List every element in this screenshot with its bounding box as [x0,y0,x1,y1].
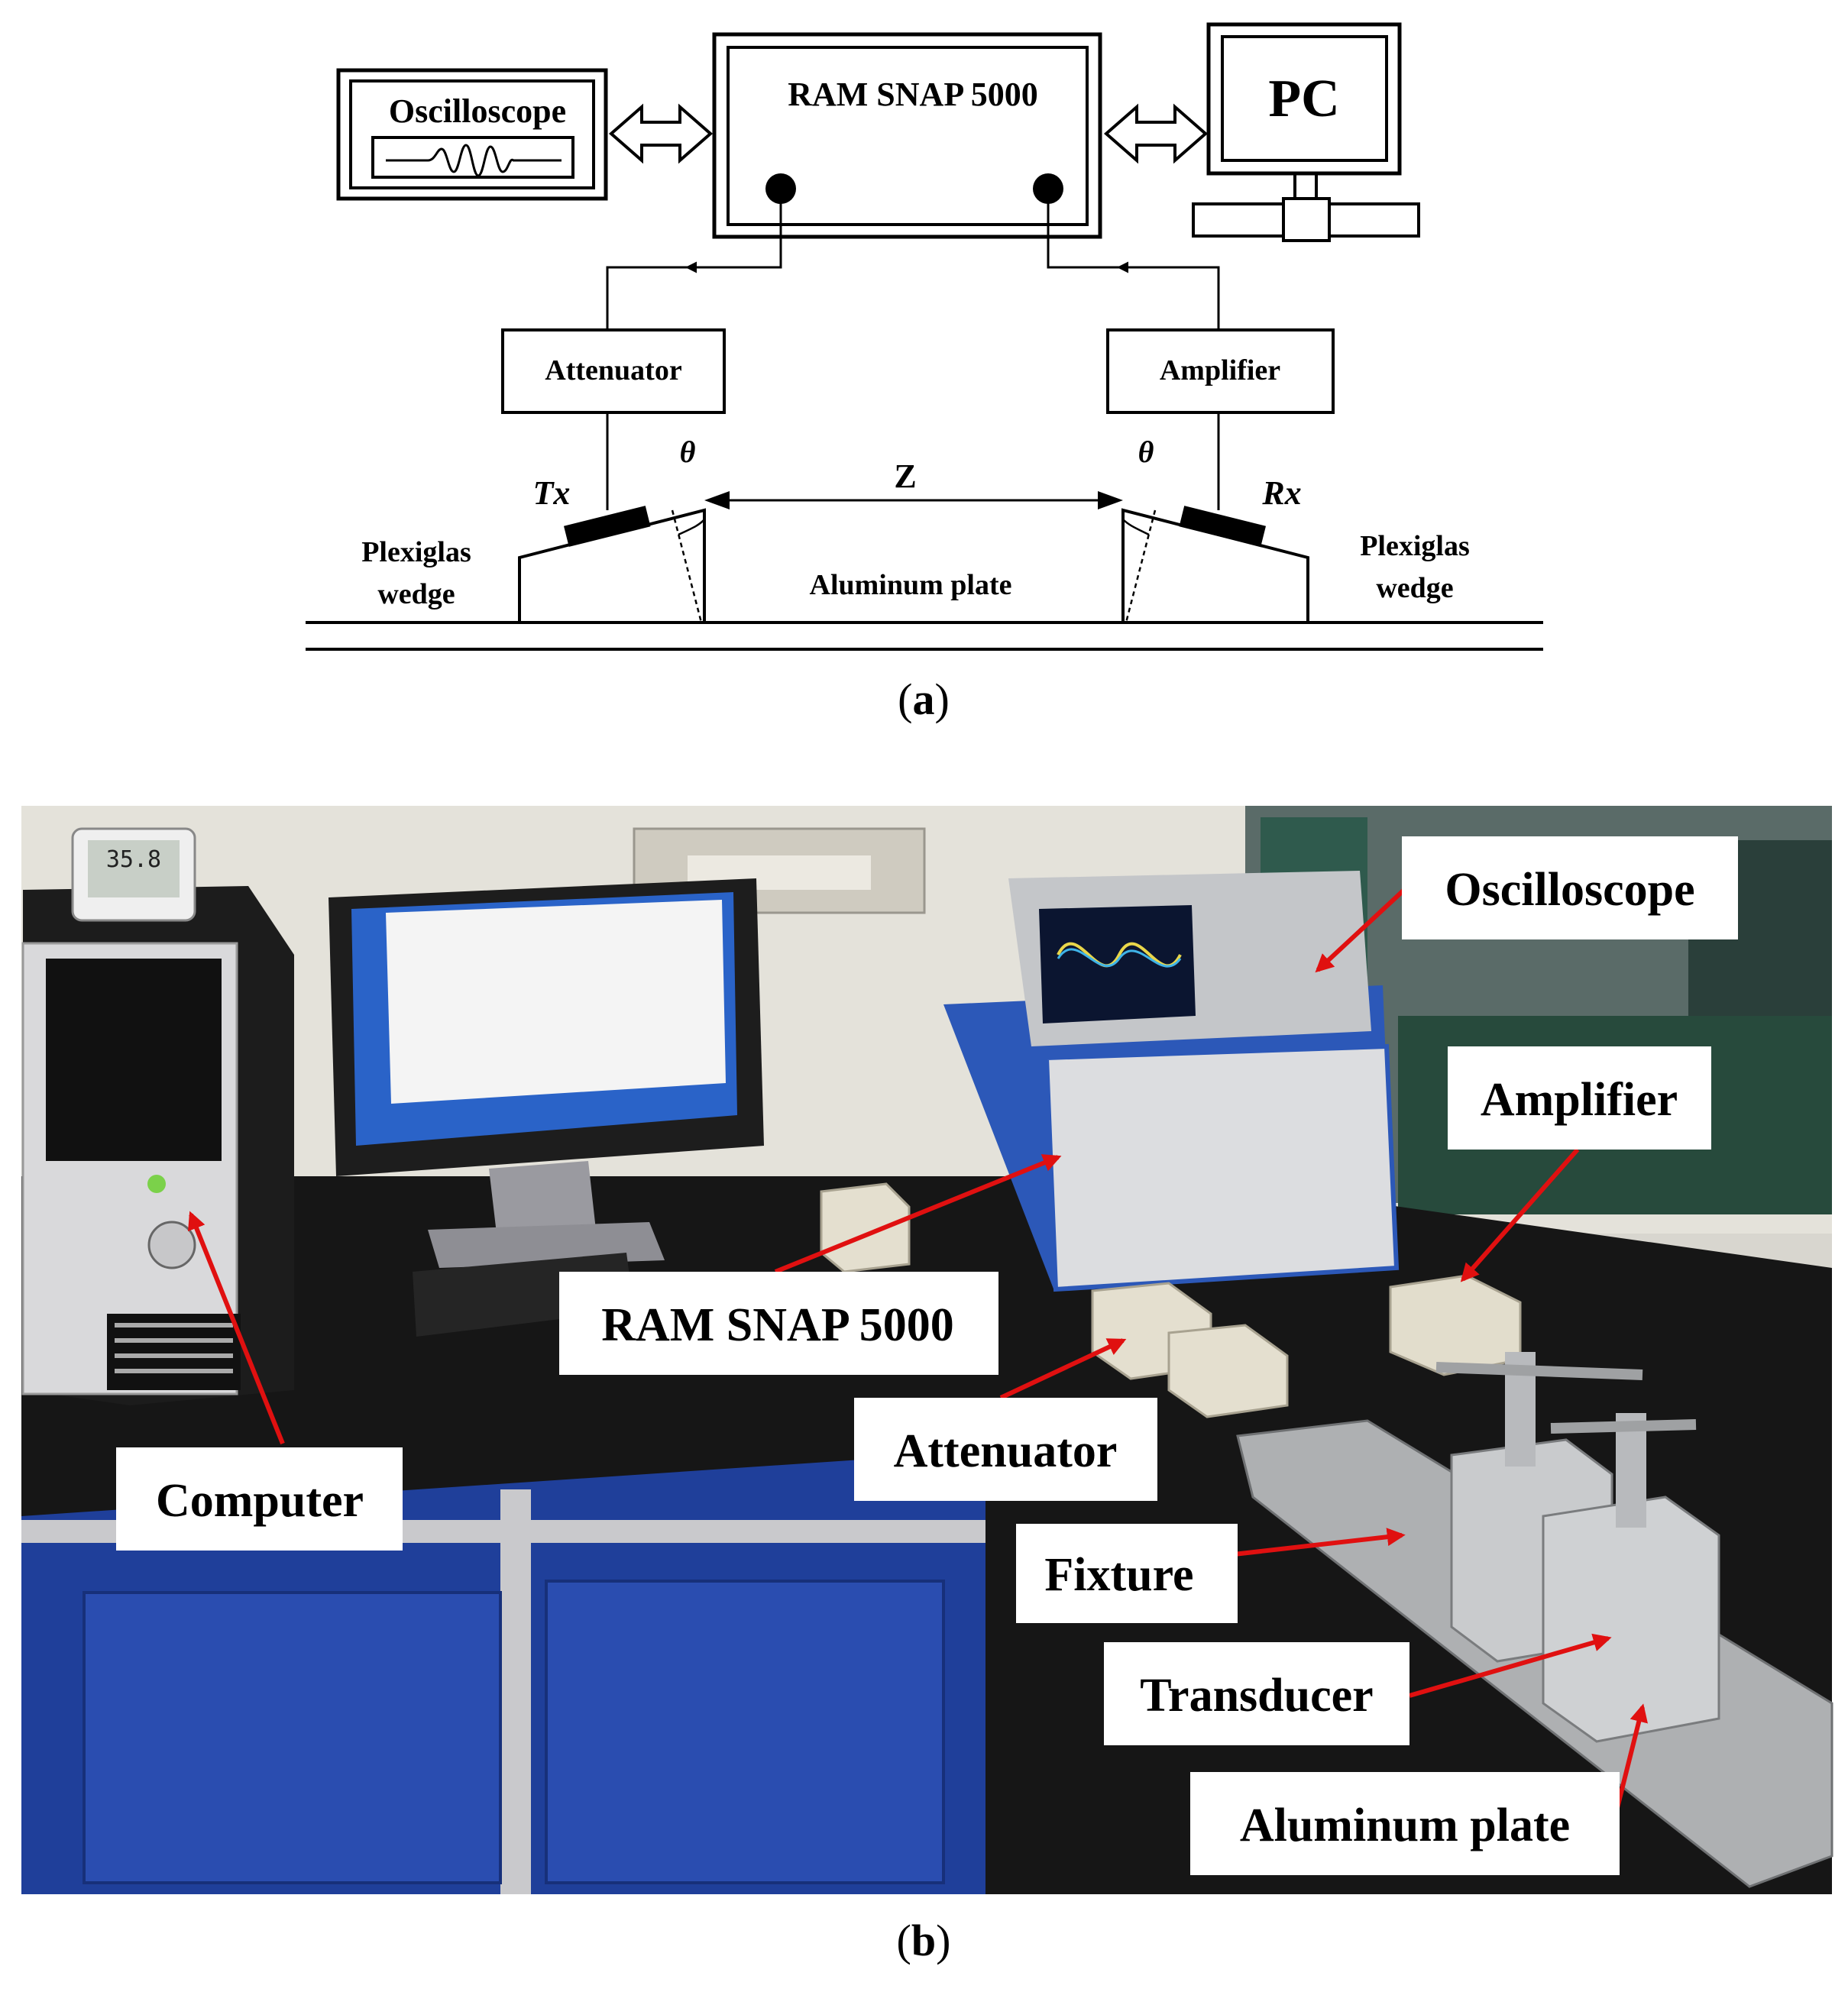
double-arrow-right [1103,103,1209,164]
caption-a: (a) [898,674,950,724]
label-transducer: Transducer [1104,1642,1409,1745]
label-fixture: Fixture [1016,1524,1238,1623]
annotation-arrows [187,888,1648,1815]
pc-label: PC [1268,70,1339,128]
ram-snap-label: RAM SNAP 5000 [788,76,1038,113]
plate-label: Aluminum plate [810,569,1012,601]
svg-text:Transducer: Transducer [1140,1670,1373,1722]
left-wedge-label-2: wedge [377,578,455,610]
svg-text:Aluminum plate: Aluminum plate [1240,1800,1570,1851]
signal-wires [606,189,1220,510]
distance-z: Z [704,458,1123,509]
svg-text:Computer: Computer [156,1475,364,1527]
lab-photo: 35.8 [21,806,1833,1965]
right-wedge-label-2: wedge [1376,572,1453,604]
amplifier-block: Amplifier [1106,328,1335,414]
waveform-icon [386,144,562,177]
label-computer: Computer [116,1447,403,1551]
ram-snap-unit [943,985,1400,1292]
svg-text:RAM SNAP 5000: RAM SNAP 5000 [601,1299,954,1351]
label-aluminum-plate: Aluminum plate [1190,1772,1620,1875]
label-ram-snap: RAM SNAP 5000 [559,1272,998,1375]
pc-block: PC [1192,22,1420,242]
rx-transducer [1179,506,1266,547]
label-amplifier: Amplifier [1448,1046,1711,1150]
computer-tower [21,886,294,1405]
caption-b: (b) [897,1916,951,1965]
right-wedge: Rx θ Plexiglas wedge [1121,435,1470,623]
theta-right: θ [1138,435,1154,469]
svg-text:Attenuator: Attenuator [894,1425,1118,1477]
label-oscilloscope: Oscilloscope [1402,836,1738,939]
thermo-readout: 35.8 [106,846,161,873]
thermo-hygrometer: 35.8 [71,827,196,922]
ram-snap-block: RAM SNAP 5000 [712,32,1102,239]
monitor [328,878,764,1268]
attenuator-block: Attenuator [501,328,726,414]
oscilloscope-label: Oscilloscope [389,92,566,130]
left-wedge: Tx θ Plexiglas wedge [361,435,706,623]
double-arrow-left [608,103,714,164]
svg-text:Oscilloscope: Oscilloscope [1445,864,1694,916]
rx-label: Rx [1261,474,1301,512]
svg-text:Amplifier: Amplifier [1481,1074,1678,1126]
z-label: Z [894,458,916,495]
oscilloscope-block: Oscilloscope [336,68,608,201]
schematic-diagram: Oscilloscope RAM SNAP 5000 PC [306,22,1543,724]
svg-text:Fixture: Fixture [1044,1549,1193,1601]
small-box [820,1182,911,1273]
attenuator-label: Attenuator [545,354,682,386]
right-wedge-label-1: Plexiglas [1360,530,1470,562]
tx-transducer [564,506,651,547]
tx-label: Tx [533,474,571,512]
oscilloscope-device [1008,871,1371,1046]
amplifier-label: Amplifier [1160,354,1280,386]
left-wedge-label-1: Plexiglas [361,536,471,568]
theta-left: θ [680,435,696,469]
label-attenuator: Attenuator [854,1398,1157,1501]
